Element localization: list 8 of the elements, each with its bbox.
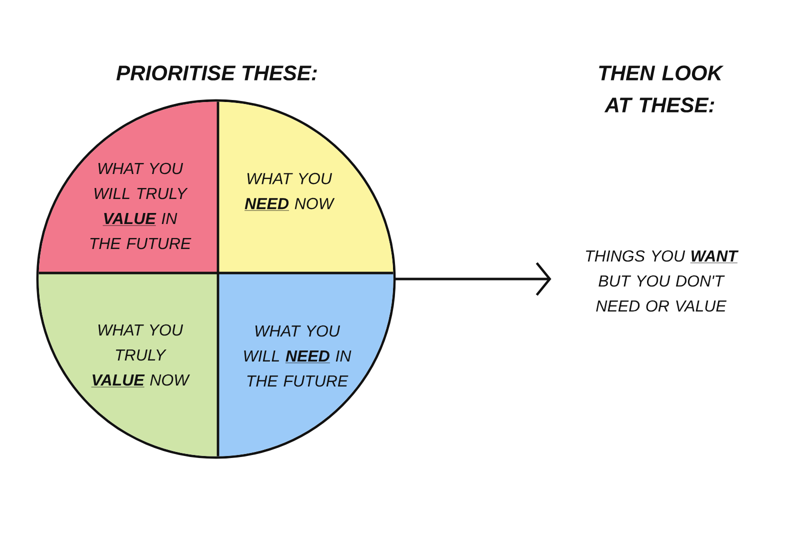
heading: THEN LOOK AT THESE: bbox=[599, 66, 724, 112]
quadrant: WHAT YOU WILL TRULY VALUE IN THE FUTURE bbox=[38, 102, 218, 273]
arrow bbox=[394, 262, 552, 296]
quadrant: WHAT YOU NEED NOW bbox=[218, 102, 394, 273]
heading: PRIORITISE THESE: bbox=[116, 66, 317, 80]
note-text: THINGS YOU WANT BUT YOU DON'T NEED OR VALUE bbox=[586, 250, 739, 312]
quadrant: WHAT YOU TRULY VALUE NOW bbox=[38, 273, 218, 456]
quadrant: WHAT YOU WILL NEED IN THE FUTURE bbox=[218, 273, 394, 456]
